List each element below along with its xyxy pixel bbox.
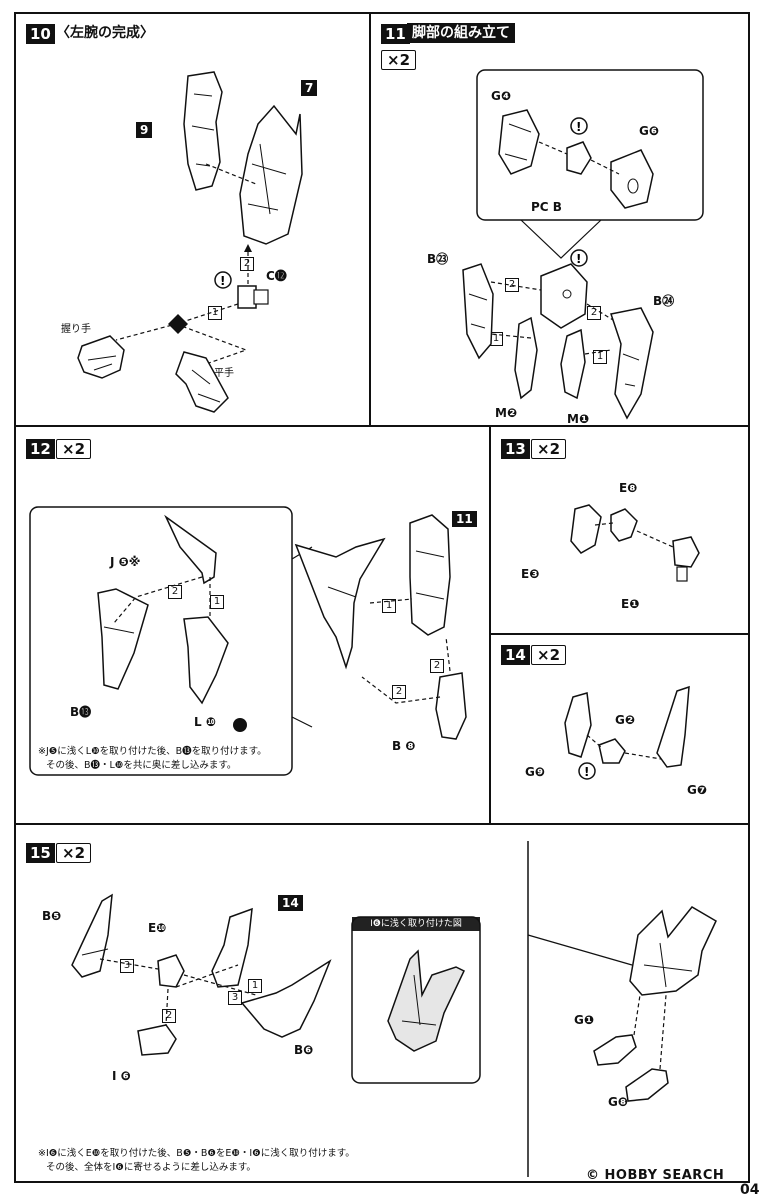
part-label-l10: L ❿	[194, 715, 216, 729]
step-11-panel: 11 脚部の組み立て ×2 G❹ G❻ PC B B㉓ B㉔ M❷ M❶ 2 2…	[369, 12, 750, 427]
quantity-badge: ×2	[56, 439, 92, 459]
svg-text:!: !	[584, 765, 589, 779]
step-title: 〈左腕の完成〉	[56, 25, 154, 41]
svg-text:!: !	[576, 252, 581, 266]
step-12-illustration	[29, 506, 467, 776]
part-label-e3: E❸	[521, 567, 540, 581]
step-number: 10	[26, 24, 55, 44]
inset-caption: I❻に浅く取り付けた図	[352, 917, 480, 931]
part-label-g1: G❶	[574, 1013, 595, 1027]
step-marker-2: 2	[392, 685, 406, 699]
quantity-badge: ×2	[531, 645, 567, 665]
svg-text:!: !	[220, 274, 225, 288]
part-label-m1: M❶	[567, 412, 590, 426]
step-14-panel: 14 ×2 G❷ G❾ G❼ !	[489, 633, 750, 825]
step-15-panel: 15 ×2 B❺ E❿ 14 I ❻ B❻ G❶ G❽ 3 1 3 2 ※I❻に…	[14, 823, 750, 1183]
flat-hand-label: 平手	[214, 368, 234, 379]
part-label-b23: B㉓	[427, 252, 449, 266]
step-title: 脚部の組み立て	[407, 23, 515, 43]
step-marker-1: 1	[382, 599, 396, 613]
part-label-m2: M❷	[495, 406, 518, 420]
part-label-b13: B⓭	[70, 705, 92, 719]
grip-hand-label: 握り手	[61, 324, 91, 335]
part-ref-7: 7	[301, 80, 318, 96]
step-marker-1: 1	[593, 350, 607, 364]
part-label-g4: G❹	[491, 89, 512, 103]
step-marker-1: 1	[248, 979, 262, 993]
part-label-c12: C⓬	[266, 269, 287, 283]
part-ref-11: 11	[452, 511, 477, 527]
part-label-b6: B❻	[294, 1043, 314, 1057]
step-11-illustration: ! !	[462, 69, 704, 420]
part-label-e8: E❽	[619, 481, 638, 495]
step-15-note-line-1: ※I❻に浅くE❿を取り付けた後、B❺・B❻をE❿・I❻に浅く取り付けます。	[38, 1148, 355, 1159]
part-label-b24: B㉔	[653, 294, 675, 308]
step-marker-2: 2	[240, 257, 254, 271]
part-label-i6: I ❻	[112, 1069, 131, 1083]
part-ref-14: 14	[278, 895, 303, 911]
part-label-e1: E❶	[621, 597, 640, 611]
step-12-note-line-2: その後、B⓭・L❿を共に奥に差し込みます。	[46, 760, 237, 771]
step-15-note-line-2: その後、全体をI❻に寄せるように差し込みます。	[46, 1162, 256, 1173]
part-label-g7: G❼	[687, 783, 708, 797]
part-label-j5: J ❺※	[110, 555, 141, 569]
step-15-illustration	[71, 841, 717, 1177]
part-label-pcb: PC B	[531, 200, 562, 214]
step-12-panel: 12 ×2 J ❺※ B⓭ L ❿ B ❽ 11 2 1 1 2 2 ※J❺に浅…	[14, 425, 491, 825]
step-number: 14	[501, 645, 530, 665]
watermark-logo: © HOBBY SEARCH	[586, 1168, 725, 1183]
step-12-note-line-1: ※J❺に浅くL❿を取り付けた後、B⓭を取り付けます。	[38, 746, 267, 757]
quantity-badge: ×2	[531, 439, 567, 459]
quantity-badge: ×2	[381, 50, 417, 70]
step-14-illustration: !	[564, 685, 690, 780]
part-label-b8: B ❽	[392, 739, 416, 753]
step-10-panel: 10 〈左腕の完成〉 9 7 C⓬ 握り手 平手 2 1 !	[14, 12, 371, 427]
part-label-g8: G❽	[608, 1095, 629, 1109]
step-number: 13	[501, 439, 530, 459]
part-label-g9: G❾	[525, 765, 546, 779]
part-label-e10: E❿	[148, 921, 167, 935]
step-13-panel: 13 ×2 E❽ E❸ E❶	[489, 425, 750, 635]
page-number: 04	[740, 1182, 760, 1198]
step-number: 11	[381, 24, 410, 44]
part-label-g2: G❷	[615, 713, 636, 727]
step-13-illustration	[570, 504, 700, 582]
step-10-illustration: !	[77, 71, 303, 413]
step-number: 15	[26, 843, 55, 863]
part-label-b5: B❺	[42, 909, 62, 923]
step-marker-2: 2	[162, 1009, 176, 1023]
step-number: 12	[26, 439, 55, 459]
svg-text:!: !	[576, 120, 581, 134]
part-label-g6: G❻	[639, 124, 660, 138]
step-marker-2: 2	[430, 659, 444, 673]
quantity-badge: ×2	[56, 843, 92, 863]
part-ref-9: 9	[136, 122, 153, 138]
step-marker-3: 3	[228, 991, 242, 1005]
